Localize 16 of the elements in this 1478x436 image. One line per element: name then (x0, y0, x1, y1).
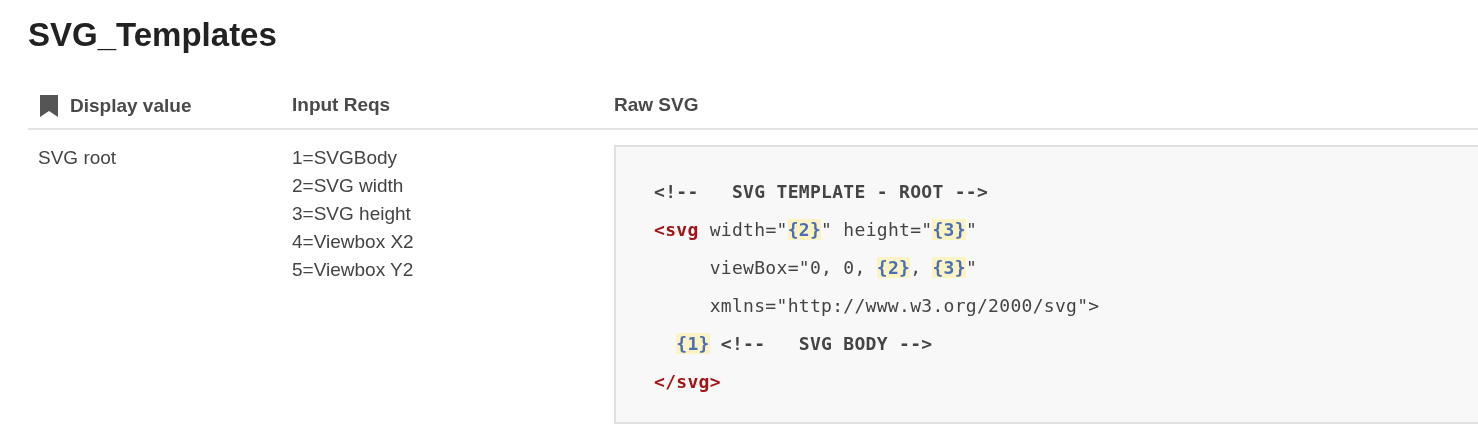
column-header: Display value (70, 95, 192, 117)
column-header: Input Reqs (292, 94, 391, 116)
input-requirement: 1=SVGBody (292, 146, 399, 170)
input-requirement: 3=SVG height (292, 202, 412, 226)
code-line: <!-- SVG TEMPLATE - ROOT --> (654, 180, 990, 204)
code-line: xmlns="http://www.w3.org/2000/svg"> (708, 294, 1101, 318)
input-requirement: 2=SVG width (292, 174, 405, 198)
input-requirement: 4=Viewbox X2 (292, 230, 414, 254)
page-title: SVG_Templates (28, 16, 277, 54)
column-header: Raw SVG (614, 94, 699, 116)
code-line: viewBox="0, 0, {2}, {3}" (708, 256, 978, 280)
code-line: {1} <!-- SVG BODY --> (675, 332, 934, 356)
code-line: <svg width="{2}" height="{3}" (654, 218, 979, 242)
table-cell-text: SVG root (38, 146, 117, 170)
code-line: </svg> (654, 370, 722, 394)
input-requirement: 5=Viewbox Y2 (292, 258, 414, 282)
